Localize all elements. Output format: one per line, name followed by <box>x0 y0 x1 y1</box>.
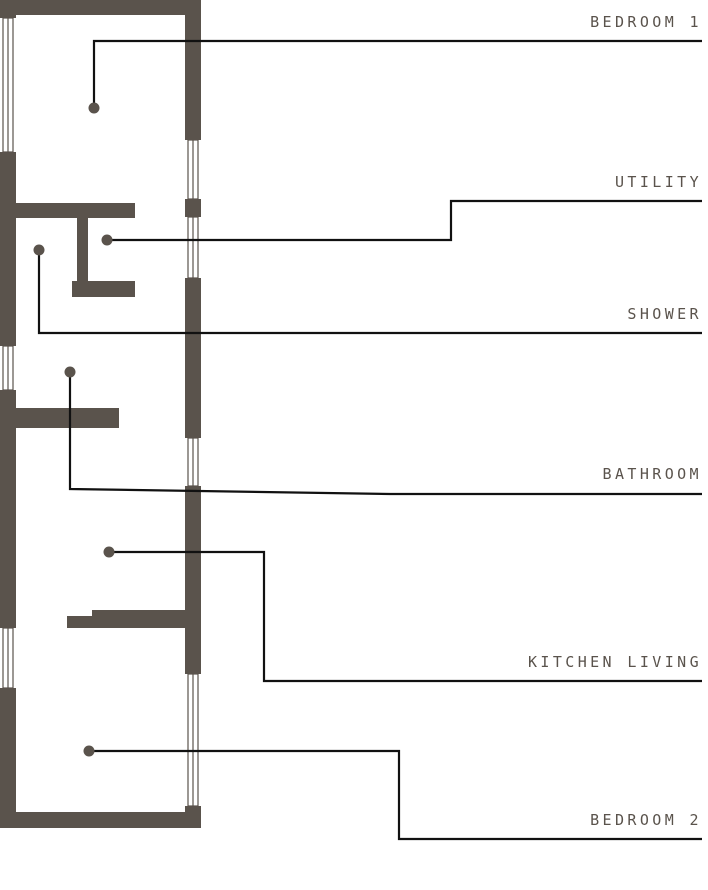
window-left-2 <box>2 345 14 391</box>
wall-utility-stem <box>77 218 88 282</box>
walls <box>0 0 201 828</box>
wall-bottom <box>0 812 201 828</box>
room-labels: BEDROOM 1 UTILITY SHOWER BATHROOM KITCHE… <box>528 13 702 829</box>
marker-shower <box>33 244 45 256</box>
wall-kitchen-counter-a <box>67 616 185 628</box>
marker-bathroom <box>64 366 76 378</box>
wall-top <box>0 0 201 15</box>
label-bedroom-2: BEDROOM 2 <box>590 811 702 829</box>
wall-kitchen-counter-b <box>92 610 185 618</box>
marker-bedroom-2 <box>83 745 95 757</box>
window-right-2 <box>187 216 199 279</box>
wall-right-1 <box>185 0 201 140</box>
wall-right-5 <box>185 806 201 828</box>
leader-bedroom-2 <box>89 749 702 841</box>
label-kitchen-living: KITCHEN LIVING <box>528 653 702 671</box>
room-markers <box>33 102 115 757</box>
label-bedroom-1: BEDROOM 1 <box>590 13 702 31</box>
wall-left-4 <box>0 688 16 828</box>
leader-bedroom-1 <box>92 39 702 108</box>
windows <box>2 17 199 807</box>
label-bathroom: BATHROOM <box>603 465 702 483</box>
wall-bathroom <box>16 408 119 428</box>
marker-utility <box>101 234 113 246</box>
wall-right-4 <box>185 486 201 674</box>
leader-shower <box>37 250 702 335</box>
leader-bathroom <box>68 372 702 496</box>
wall-left-3 <box>0 390 16 628</box>
window-right-3 <box>187 437 199 487</box>
label-shower: SHOWER <box>627 305 702 323</box>
window-left-1 <box>2 17 14 153</box>
wall-left-1 <box>0 0 16 18</box>
marker-bedroom-1 <box>88 102 100 114</box>
label-utility: UTILITY <box>615 173 702 191</box>
marker-kitchen-living <box>103 546 115 558</box>
wall-utility-bottom <box>72 281 135 297</box>
wall-left-2 <box>0 152 16 346</box>
window-right-4 <box>187 673 199 807</box>
window-right-1 <box>187 139 199 200</box>
wall-right-3 <box>185 278 201 438</box>
leader-kitchen-living <box>109 550 702 683</box>
wall-utility-top <box>16 203 135 218</box>
leader-lines <box>37 39 702 841</box>
window-left-3 <box>2 627 14 689</box>
leader-utility <box>107 199 702 242</box>
wall-right-2 <box>185 199 201 217</box>
